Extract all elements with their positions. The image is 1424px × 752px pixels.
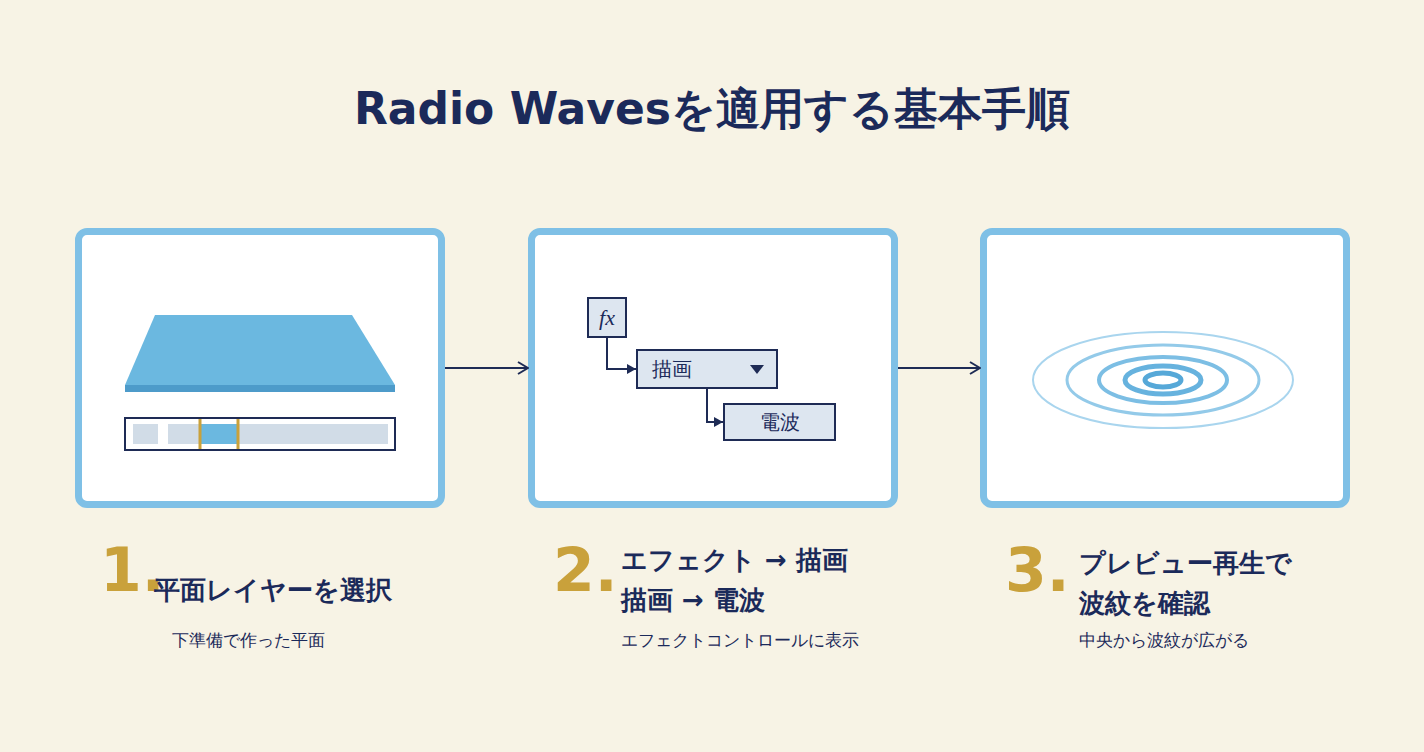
step-panel: 2.エフェクト → 描画描画 → 電波エフェクトコントロールに表示fx描画電波: [528, 228, 898, 508]
fx-button: fx: [587, 297, 627, 338]
ripple: [1125, 366, 1201, 394]
step-note: 中央から波紋が広がる: [1079, 629, 1249, 652]
flow-arrow: [707, 389, 723, 422]
step-note: 下準備で作った平面: [172, 629, 325, 652]
ripple: [1067, 345, 1259, 415]
ripple: [1099, 357, 1227, 403]
timeline-marker: [199, 419, 202, 449]
dropdown-triangle: [750, 365, 764, 374]
menu-dropdown: 描画: [636, 349, 778, 389]
step-number: 3.: [1005, 535, 1070, 605]
step-caption: プレビュー再生で 波紋を確認: [1079, 543, 1319, 623]
step-panel: 1.平面レイヤーを選択下準備で作った平面: [75, 228, 445, 508]
timeline-marker: [237, 419, 240, 449]
flow-arrow: [445, 367, 528, 369]
fx-label: fx: [599, 305, 615, 331]
step-caption: 平面レイヤーを選択: [154, 573, 392, 608]
plane-layer-illustration: [125, 315, 395, 385]
menu-label: 描画: [652, 356, 692, 383]
ripple-illustration: [1033, 332, 1293, 428]
step-note: エフェクトコントロールに表示: [621, 629, 859, 652]
effect-item: 電波: [723, 403, 836, 441]
ripple: [1145, 373, 1181, 387]
diagram-title: Radio Wavesを適用する基本手順: [0, 80, 1424, 139]
step-panel: 3.プレビュー再生で 波紋を確認中央から波紋が広がる: [980, 228, 1350, 508]
timeline-segment: [168, 424, 388, 444]
step-caption: 描画 → 電波: [621, 583, 765, 618]
timeline-selected: [200, 424, 238, 444]
step-number: 2.: [553, 535, 618, 605]
flow-arrow: [898, 367, 980, 369]
plane-layer-edge: [125, 385, 395, 392]
timeline-segment: [133, 424, 158, 444]
ripple: [1033, 332, 1293, 428]
step-caption: エフェクト → 描画: [621, 543, 848, 578]
flow-arrow: [607, 338, 636, 369]
timeline-bar: [125, 418, 395, 450]
effect-label: 電波: [760, 409, 800, 436]
